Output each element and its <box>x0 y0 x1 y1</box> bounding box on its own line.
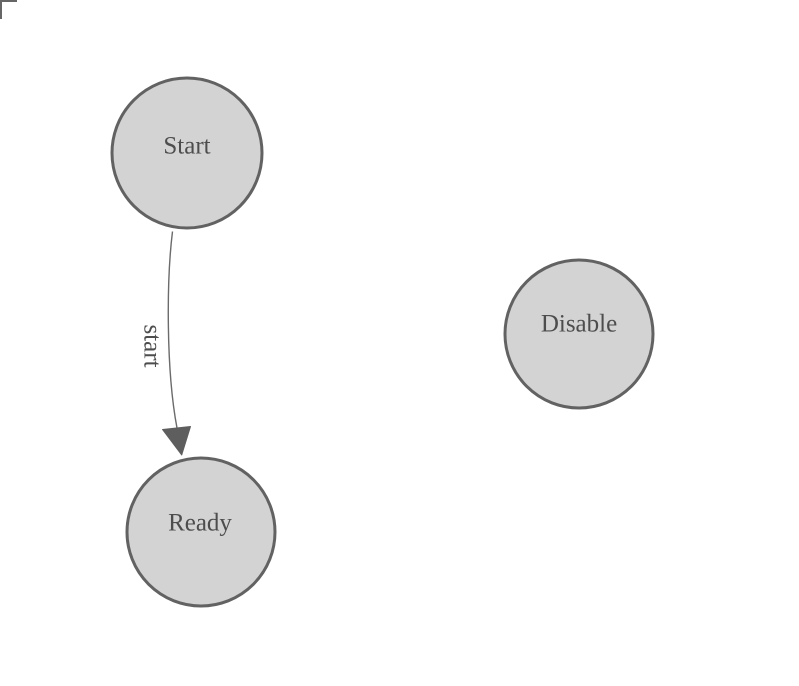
state-label-disable: Disable <box>541 311 617 338</box>
arrowhead-icon <box>162 426 191 456</box>
state-circle-start[interactable] <box>110 76 264 230</box>
state-circle-ready[interactable] <box>125 456 277 608</box>
state-node-ready[interactable]: Ready <box>125 456 277 608</box>
transition-label[interactable]: start <box>139 324 166 367</box>
state-circle-disable[interactable] <box>503 258 655 410</box>
state-label-ready: Ready <box>168 510 232 537</box>
transition-start-to-ready[interactable]: start <box>139 231 191 456</box>
transition-path[interactable] <box>167 231 178 429</box>
state-node-disable[interactable]: Disable <box>503 258 655 410</box>
state-label-start: Start <box>163 133 210 160</box>
paper-corner-mark <box>0 0 17 19</box>
state-node-start[interactable]: Start <box>110 76 264 230</box>
